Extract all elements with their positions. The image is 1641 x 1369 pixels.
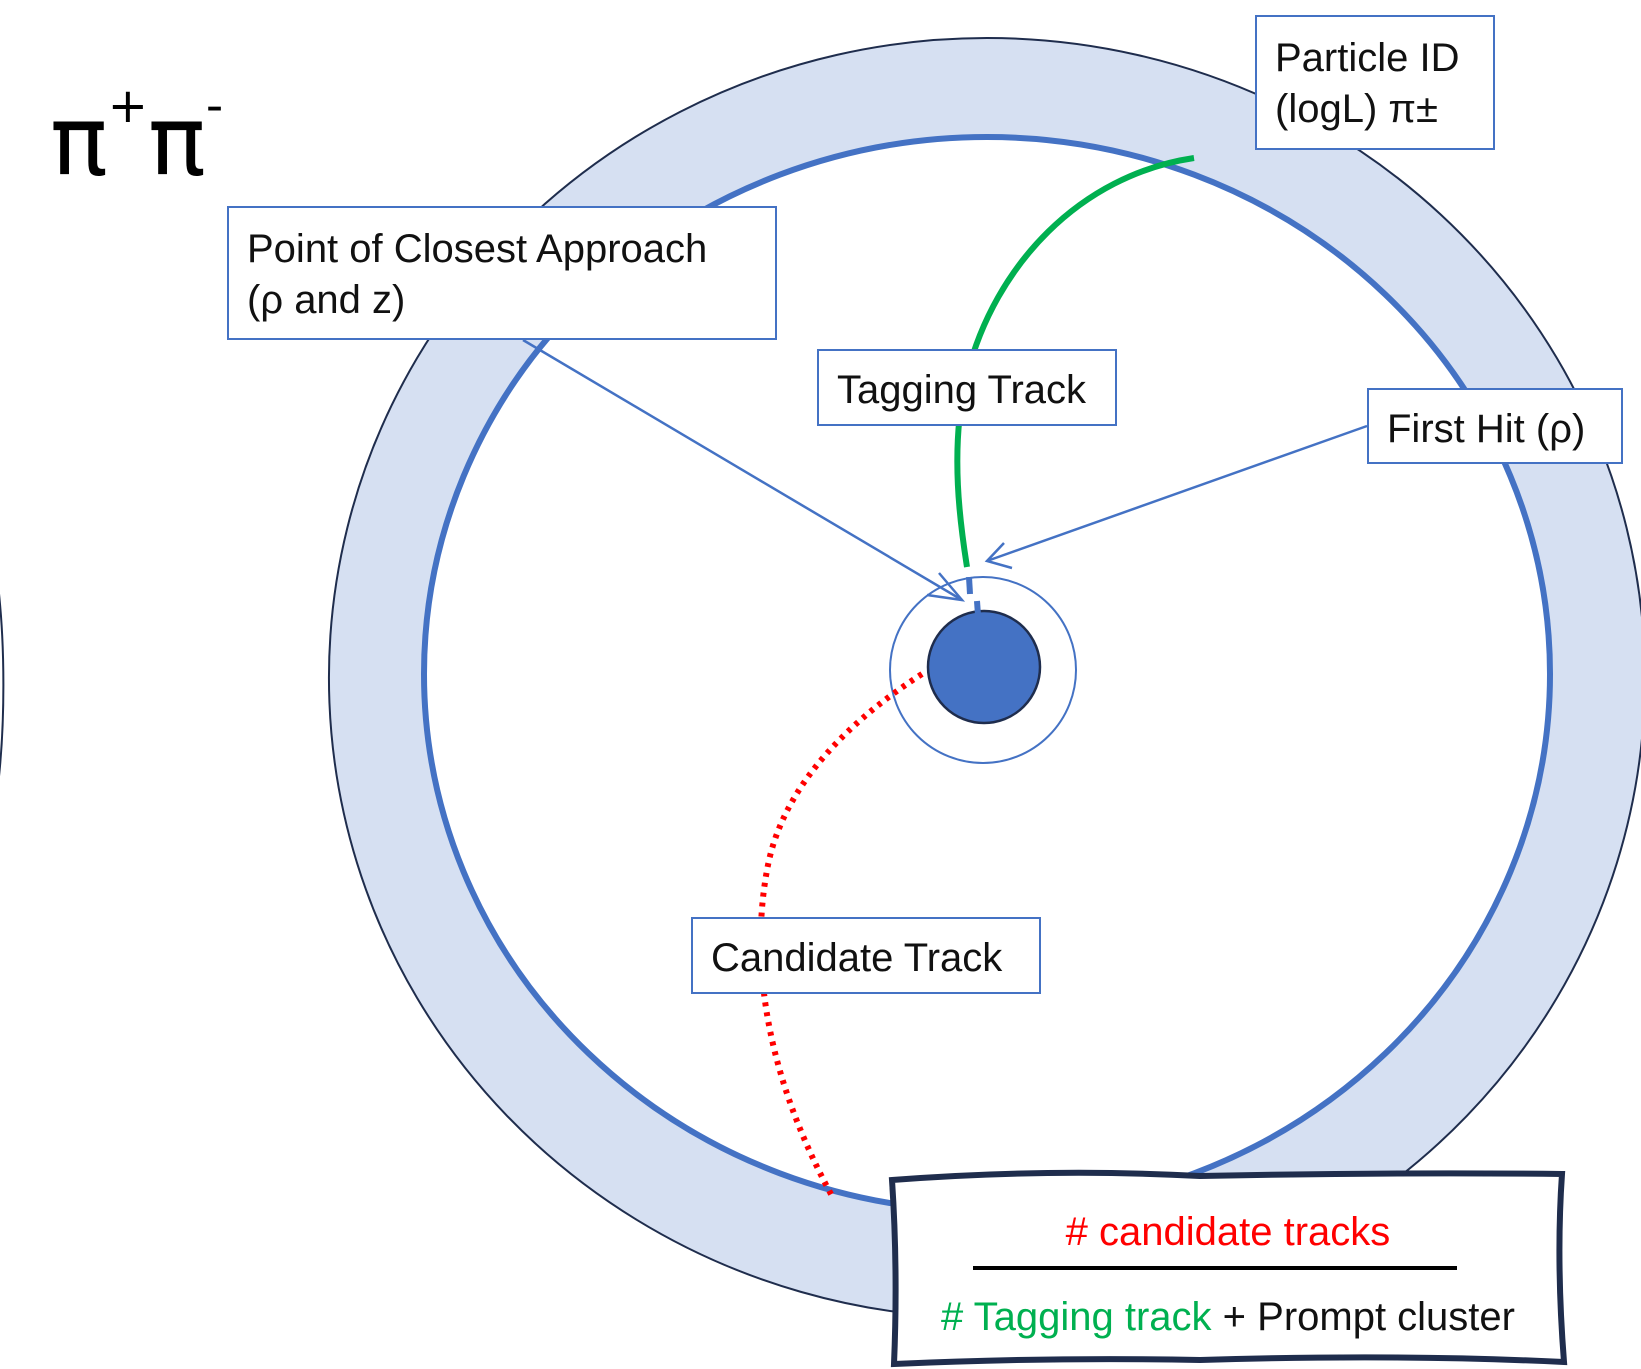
pca-arrow — [522, 338, 963, 602]
pca-arrowhead — [926, 572, 966, 602]
candidate-track — [757, 671, 924, 1198]
closest-approach-label: Point of Closest Approach (ρ and z) — [227, 206, 777, 340]
closest-approach-line2: (ρ and z) — [247, 277, 406, 322]
particle-id-line2: (logL) π± — [1275, 86, 1438, 131]
first-hit-arrowhead — [984, 542, 1013, 570]
first-hit-arrow — [986, 424, 1368, 563]
ratio-denominator-tagging: # Tagging track — [941, 1295, 1212, 1339]
ratio-formula: # candidate tracks # Tagging track + Pro… — [892, 1172, 1564, 1364]
ratio-denominator-prompt: + Prompt cluster — [1211, 1295, 1515, 1339]
process-title: π+π- — [50, 78, 224, 197]
interaction-point — [926, 609, 1042, 725]
ratio-denominator: # Tagging track + Prompt cluster — [892, 1297, 1564, 1337]
closest-approach-line1: Point of Closest Approach — [247, 227, 708, 271]
first-hit-label: First Hit (ρ) — [1367, 388, 1623, 464]
ratio-numerator: # candidate tracks — [1065, 1210, 1391, 1254]
particle-id-line1: Particle ID — [1275, 36, 1460, 80]
neighbor-ring-edge — [0, 593, 5, 777]
track-extrapolation-dash-1 — [966, 576, 973, 595]
particle-id-label: Particle ID (logL) π± — [1255, 15, 1495, 150]
tagging-track-label: Tagging Track — [817, 349, 1117, 426]
track-extrapolation-dash-2 — [974, 600, 981, 616]
candidate-track-label: Candidate Track — [691, 917, 1041, 994]
